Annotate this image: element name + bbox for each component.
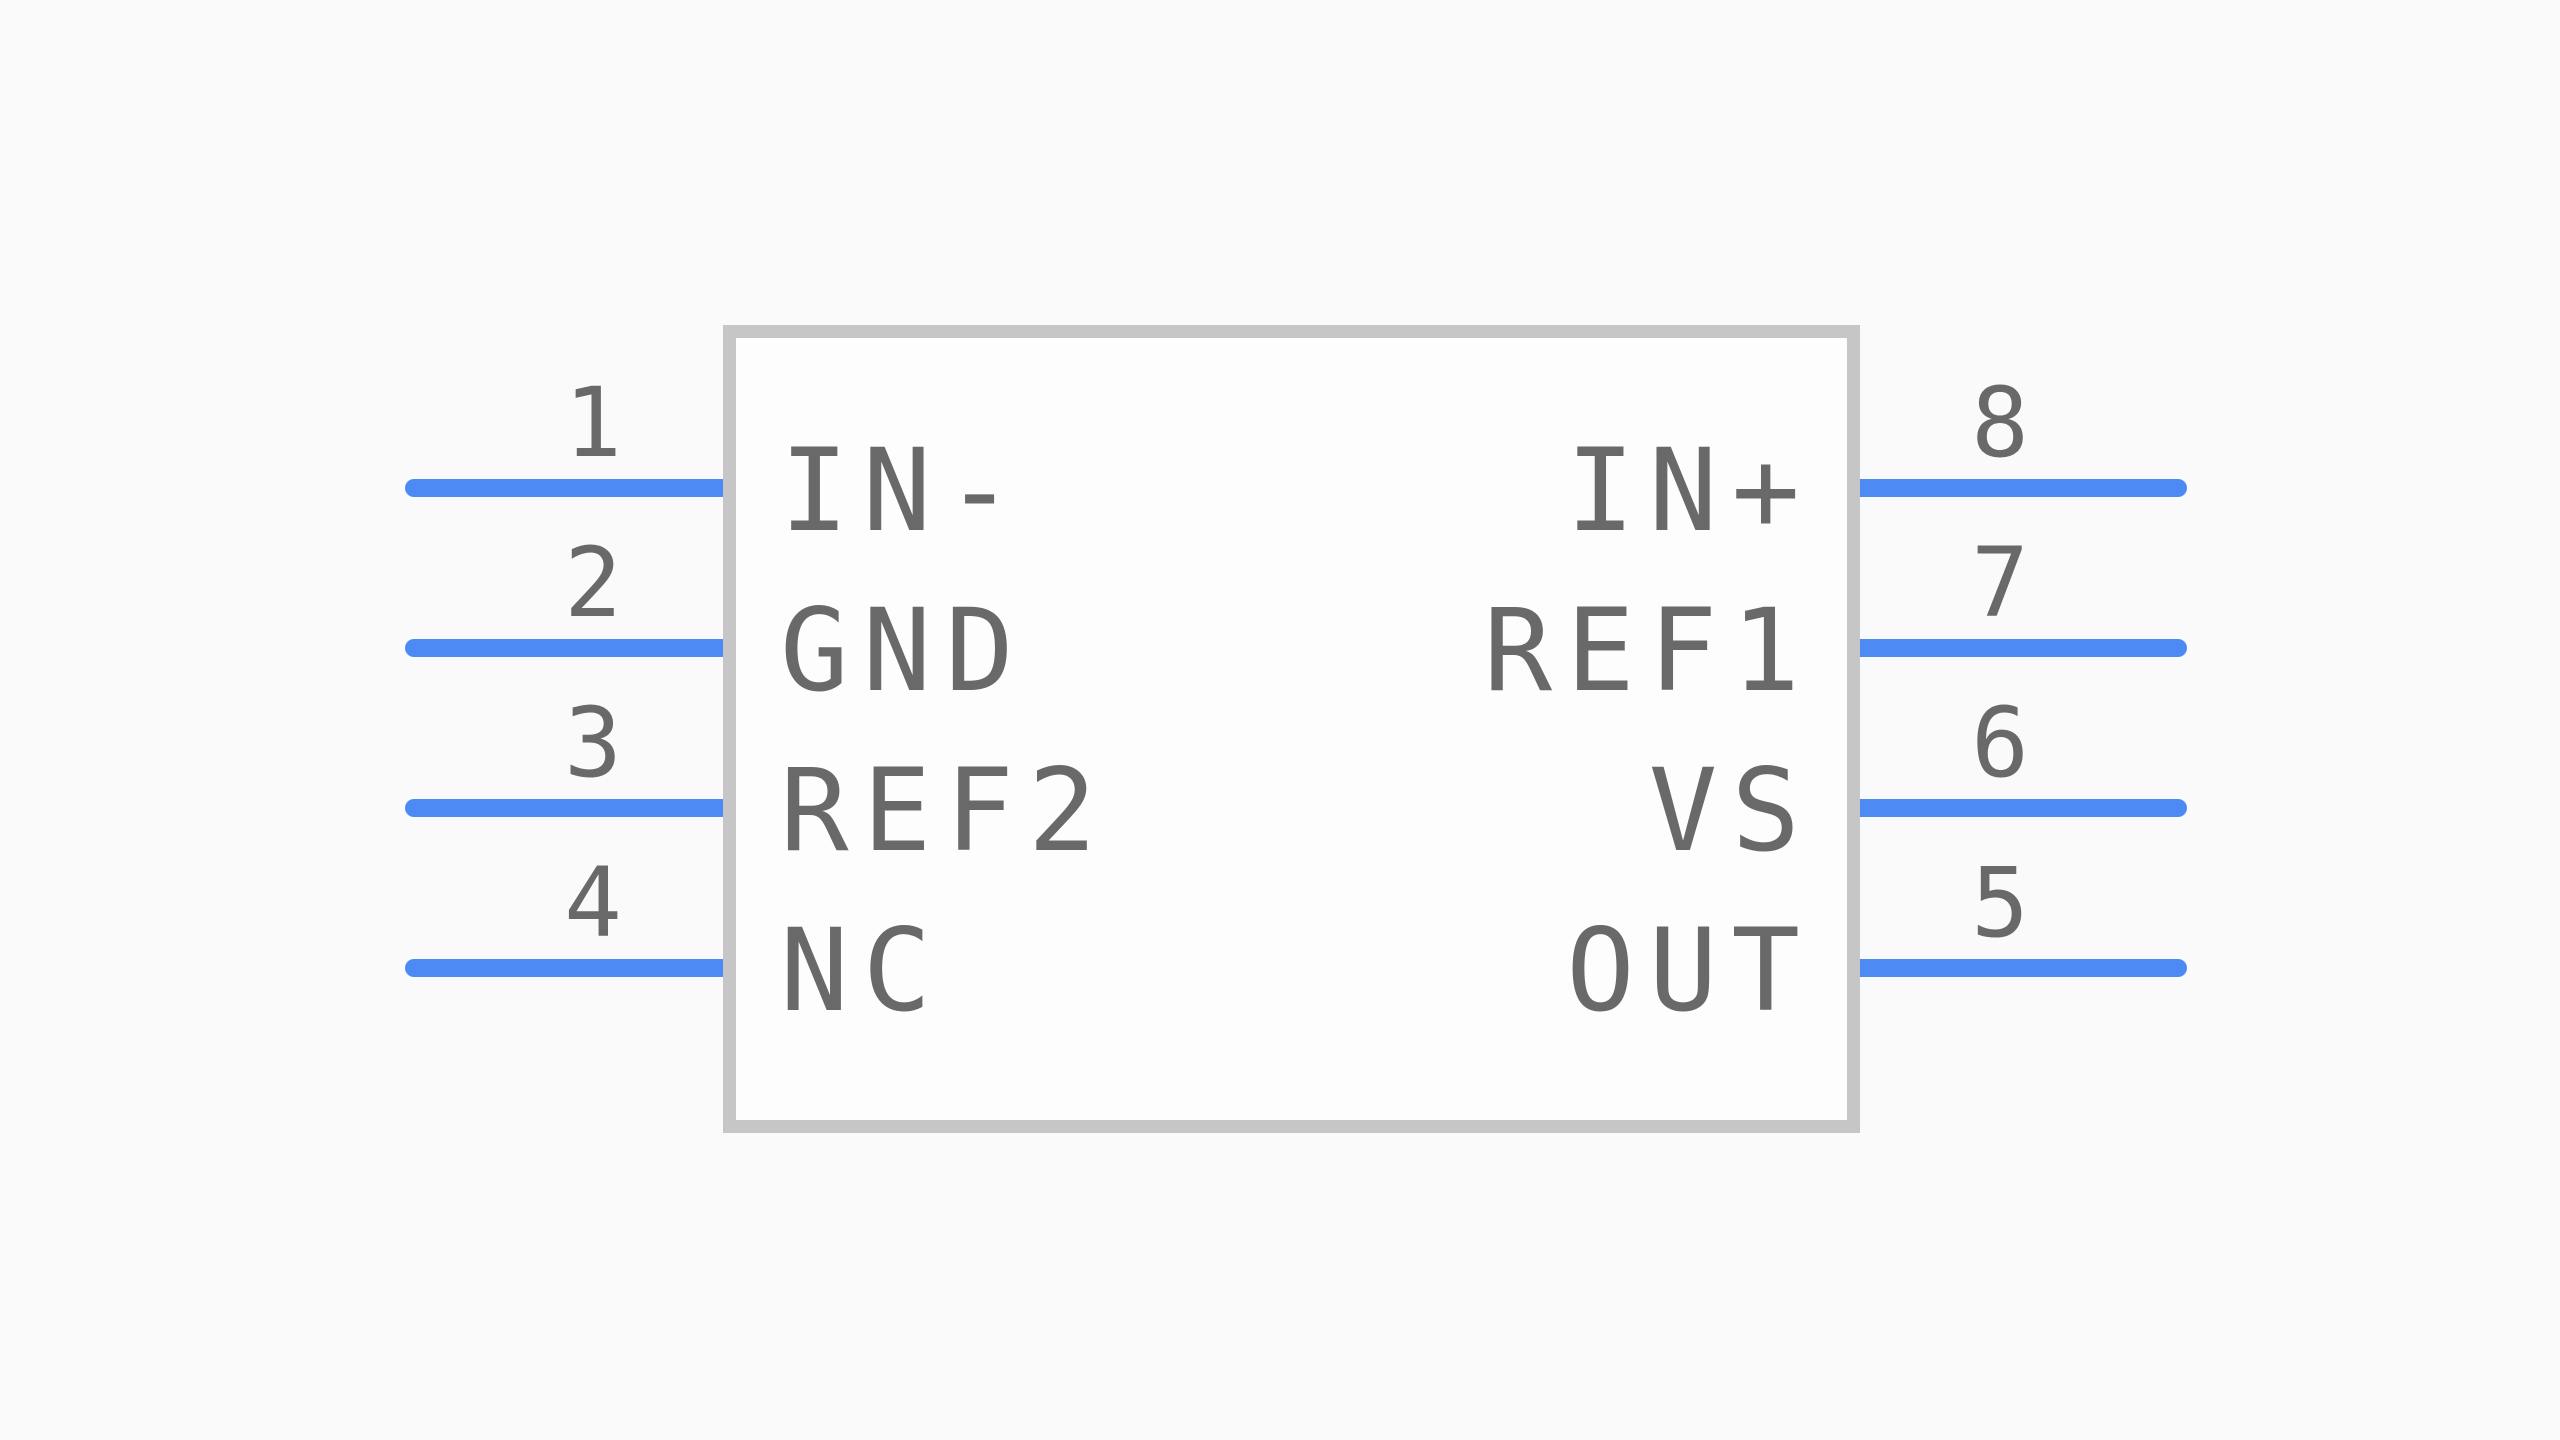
pin-3-line (405, 799, 727, 817)
pin-8-line (1855, 479, 2187, 497)
pin-4-name: NC (780, 904, 946, 1037)
pin-7-number: 7 (1971, 527, 2029, 639)
pin-4-number: 4 (564, 847, 622, 959)
pin-5-name: OUT (1566, 904, 1814, 1037)
symbol-body (723, 325, 1860, 1133)
pin-4-line (405, 959, 727, 977)
pin-6-line (1855, 799, 2187, 817)
pin-5-number: 5 (1971, 847, 2029, 959)
pin-2-line (405, 639, 727, 657)
pin-2-name: GND (780, 584, 1028, 717)
pin-1-name: IN- (780, 424, 1028, 557)
pin-7-line (1855, 639, 2187, 657)
pin-1-line (405, 479, 727, 497)
pin-8-name: IN+ (1566, 424, 1814, 557)
pin-2-number: 2 (564, 527, 622, 639)
pin-8-number: 8 (1971, 367, 2029, 479)
pin-7-name: REF1 (1483, 584, 1814, 717)
pin-6-number: 6 (1971, 687, 2029, 799)
pin-1-number: 1 (564, 367, 622, 479)
pin-3-name: REF2 (780, 744, 1111, 877)
pin-5-line (1855, 959, 2187, 977)
pin-6-name: VS (1648, 744, 1814, 877)
pin-3-number: 3 (564, 687, 622, 799)
